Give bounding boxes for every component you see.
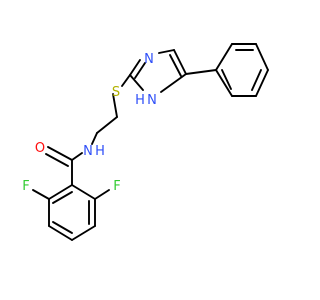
atom-fluorine-top: F	[22, 179, 29, 194]
bond-ph-6	[215, 69, 233, 97]
bond-ar-6-inner	[52, 191, 73, 204]
bond-ph-3	[255, 43, 269, 71]
atom-imidazole-h: H	[135, 93, 145, 108]
bond-c-f-right	[94, 189, 110, 200]
bond-ph-4-inner	[251, 69, 262, 91]
bond-ar-6	[48, 184, 73, 200]
bonds	[32, 43, 269, 241]
bond-c4-c5-inner	[169, 54, 182, 77]
bond-n3-c2-inner	[134, 62, 146, 79]
atom-imidazole-n1: N	[147, 93, 157, 108]
atom-amide-nitrogen: N	[83, 144, 93, 159]
atom-oxygen: O	[35, 141, 45, 156]
bond-co-o-1	[47, 146, 73, 161]
bond-ph-4	[255, 69, 269, 97]
bond-co-o-2	[45, 153, 69, 167]
bond-c5-n3	[158, 49, 175, 54]
bond-ph-6-inner	[221, 69, 232, 90]
bond-c4-c5	[173, 49, 187, 75]
bond-n-co	[71, 152, 83, 161]
bond-ph-c4	[185, 69, 217, 75]
bond-c2-s	[121, 74, 131, 87]
bond-ch2-n	[91, 132, 98, 145]
bond-ch2-ch2	[96, 116, 118, 134]
bond-s-ch2	[112, 93, 118, 118]
bond-ar-4	[48, 225, 73, 241]
bond-ar-4-inner	[52, 221, 73, 234]
atom-labels: N N H S N H O F F	[22, 52, 157, 194]
bond-ph-1	[215, 43, 233, 71]
atom-sulfur: S	[112, 85, 120, 100]
bond-n3-c2	[129, 59, 141, 76]
bond-ar-3	[71, 225, 96, 241]
molecule-structure: N N H S N H O F F	[22, 43, 269, 241]
atom-imidazole-n3: N	[144, 52, 154, 67]
bond-n1-c4	[160, 73, 187, 93]
bond-c2-n1	[129, 74, 144, 91]
bond-ar-1	[71, 184, 96, 200]
atom-amide-hydrogen: H	[95, 144, 105, 159]
atom-fluorine-right: F	[113, 179, 120, 194]
bond-c-f-top	[32, 189, 50, 200]
